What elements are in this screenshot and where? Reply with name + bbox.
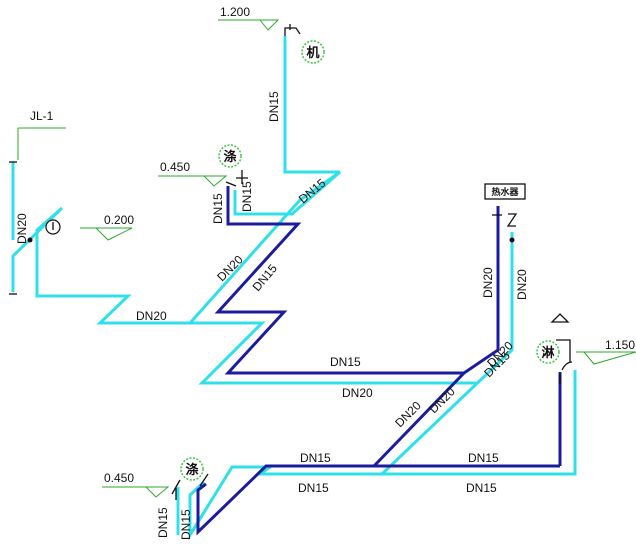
size-riser: DN20 <box>15 213 29 244</box>
cold-mid-zigzag <box>190 321 476 385</box>
size-machine-branch: DN15 <box>267 91 281 122</box>
cold-water-network <box>11 36 577 541</box>
riser-valve-icon <box>27 237 33 243</box>
elev-meter: 0.200 <box>104 213 134 227</box>
size-diag-hot-a: DN15 <box>250 261 281 294</box>
badge-mop-sink-upper-text: 涤 <box>223 149 236 165</box>
hot-water-network <box>196 186 562 536</box>
text-labels: JL-1 1.200 0.450 0.200 1.150 0.450 DN20 … <box>15 5 635 540</box>
size-heater-cold-riser: DN20 <box>515 269 529 300</box>
badge-mop-sink-upper: 涤 <box>218 144 242 168</box>
badge-shower-text: 淋 <box>541 345 554 361</box>
size-heater-hot-riser: DN20 <box>481 267 495 298</box>
shower-head-icon <box>550 313 571 362</box>
cold-riser-lower <box>11 170 341 325</box>
size-bottom-hot-left: DN15 <box>300 451 331 465</box>
water-heater-box <box>484 183 526 200</box>
water-heater-label: 热水器 <box>491 186 519 198</box>
leader-meter <box>80 227 133 241</box>
elev-washing-machine: 1.200 <box>220 5 250 19</box>
hot-lower-diagonal <box>372 371 466 468</box>
cold-bottom-run <box>188 370 577 541</box>
size-mid-cold: DN20 <box>342 386 373 400</box>
hot-bottom-run <box>196 464 560 536</box>
size-upper-drop-right: DN15 <box>240 181 254 212</box>
machine-tap-icon <box>284 27 301 36</box>
cold-heater-riser <box>380 232 514 476</box>
size-lower-diag-cold: DN20 <box>426 384 458 416</box>
lower-mop-tap-left-icon <box>171 479 181 500</box>
badge-mop-sink-lower-text: 涤 <box>185 462 198 478</box>
badge-washing-machine: 机 <box>301 40 325 64</box>
riser-label: JL-1 <box>30 109 54 123</box>
size-lower-drop-right: DN15 <box>179 509 193 540</box>
elevation-leaders <box>17 19 636 498</box>
heater-valve-dot <box>509 237 515 243</box>
heater-cold-valve <box>506 213 518 227</box>
shower-valve-icon <box>559 361 573 384</box>
size-upper-drop-left: DN15 <box>211 193 225 224</box>
cold-machine-branch <box>283 36 340 174</box>
size-bottom-hot-right: DN15 <box>468 451 499 465</box>
size-bottom-cold-right: DN15 <box>466 481 497 495</box>
hot-upper-route <box>214 186 500 375</box>
elev-mop-sink-upper: 0.450 <box>160 160 190 174</box>
leader-lower-mop <box>102 486 170 498</box>
badge-mop-sink-lower: 涤 <box>180 457 204 481</box>
upper-mop-valve <box>225 181 237 187</box>
leader-machine <box>218 19 280 31</box>
size-main-lower: DN20 <box>136 309 167 323</box>
size-mid-hot: DN15 <box>330 355 361 369</box>
upper-mop-tap-icon <box>236 170 248 184</box>
size-lower-drop-left: DN15 <box>156 507 170 538</box>
lower-mop-tap-right-icon <box>199 473 209 487</box>
badge-washing-machine-text: 机 <box>306 45 319 61</box>
elev-mop-sink-lower: 0.450 <box>104 471 134 485</box>
ink-details <box>9 24 573 500</box>
leader-upper-mop <box>158 175 228 187</box>
leader-shower <box>576 351 636 365</box>
size-upper-branch-right: DN15 <box>296 176 329 207</box>
size-lower-diag-hot: DN20 <box>392 398 424 430</box>
elev-shower: 1.150 <box>605 338 635 352</box>
size-bottom-cold-left: DN15 <box>298 481 329 495</box>
badge-shower: 淋 <box>536 340 560 364</box>
